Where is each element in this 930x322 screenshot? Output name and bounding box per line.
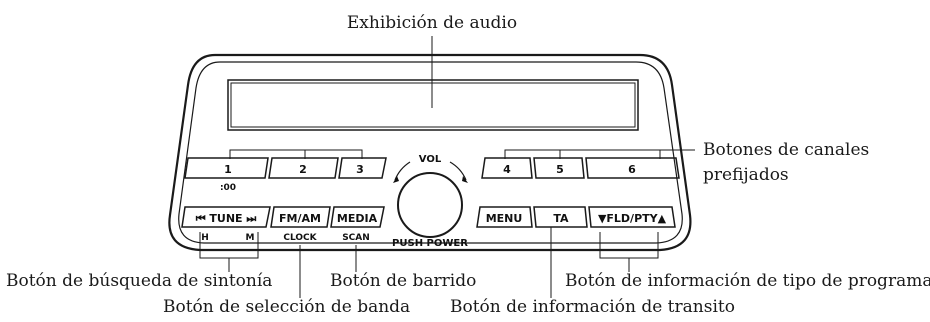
media-label: MEDIA bbox=[337, 212, 378, 225]
fld-pty-button[interactable]: ▼FLD/PTY▲ bbox=[588, 206, 676, 228]
fld-pty-bracket bbox=[599, 232, 659, 259]
vol-arrow-left-icon bbox=[393, 176, 399, 183]
menu-label: MENU bbox=[486, 212, 523, 225]
vol-label: VOL bbox=[419, 154, 442, 165]
callout-presets-line2: prefijados bbox=[703, 165, 789, 185]
tune-seek-button[interactable]: ⏮ TUNE ⏭ bbox=[181, 206, 271, 228]
fm-am-label: FM/AM bbox=[279, 212, 321, 225]
preset-3-label: 3 bbox=[356, 163, 364, 176]
radio-panel-outline bbox=[168, 53, 692, 252]
audio-display-screen bbox=[227, 79, 639, 131]
preset-button-4[interactable]: 4 bbox=[481, 157, 533, 179]
media-sublabel: SCAN bbox=[342, 233, 370, 243]
callout-traffic-info: Botón de información de transito bbox=[450, 297, 735, 317]
tune-label: ⏮ TUNE ⏭ bbox=[196, 212, 257, 225]
preset-bracket-left bbox=[229, 149, 363, 159]
tune-sublabel-m: M bbox=[246, 233, 255, 243]
preset-1-label: 1 bbox=[224, 163, 232, 176]
tune-sublabel-h: H bbox=[201, 233, 209, 243]
ta-button[interactable]: TA bbox=[533, 206, 588, 228]
preset-5-label: 5 bbox=[556, 163, 564, 176]
preset-button-6[interactable]: 6 bbox=[585, 157, 680, 179]
preset-button-3[interactable]: 3 bbox=[338, 157, 387, 179]
ta-label: TA bbox=[553, 212, 569, 225]
preset-button-2[interactable]: 2 bbox=[268, 157, 339, 179]
preset-4-label: 4 bbox=[503, 163, 511, 176]
callout-presets-line1: Botones de canales bbox=[703, 140, 869, 160]
preset-2-label: 2 bbox=[299, 163, 307, 176]
fm-am-button[interactable]: FM/AM bbox=[270, 206, 331, 228]
preset-button-5[interactable]: 5 bbox=[533, 157, 585, 179]
vol-arrow-right-icon bbox=[462, 176, 468, 183]
preset-1-sublabel: :00 bbox=[220, 183, 236, 193]
fld-pty-label: ▼FLD/PTY▲ bbox=[598, 212, 667, 225]
preset-button-1[interactable]: 1 bbox=[184, 157, 269, 179]
audio-display-inner bbox=[230, 82, 636, 128]
media-button[interactable]: MEDIA bbox=[330, 206, 385, 228]
push-power-label: PUSH POWER bbox=[392, 238, 468, 249]
radio-panel-inner-outline bbox=[178, 61, 683, 244]
volume-power-knob[interactable] bbox=[397, 172, 463, 238]
callout-audio-display: Exhibición de audio bbox=[347, 13, 517, 33]
callout-program-type: Botón de información de tipo de programa bbox=[565, 271, 930, 291]
preset-6-label: 6 bbox=[628, 163, 636, 176]
preset-bracket-right bbox=[504, 149, 661, 159]
callout-tune-seek: Botón de búsqueda de sintonía bbox=[6, 271, 272, 291]
fm-am-sublabel: CLOCK bbox=[283, 233, 317, 243]
menu-button[interactable]: MENU bbox=[476, 206, 533, 228]
callout-scan: Botón de barrido bbox=[330, 271, 476, 291]
callout-band-select: Botón de selección de banda bbox=[163, 297, 410, 317]
vol-arc-right bbox=[449, 161, 467, 181]
